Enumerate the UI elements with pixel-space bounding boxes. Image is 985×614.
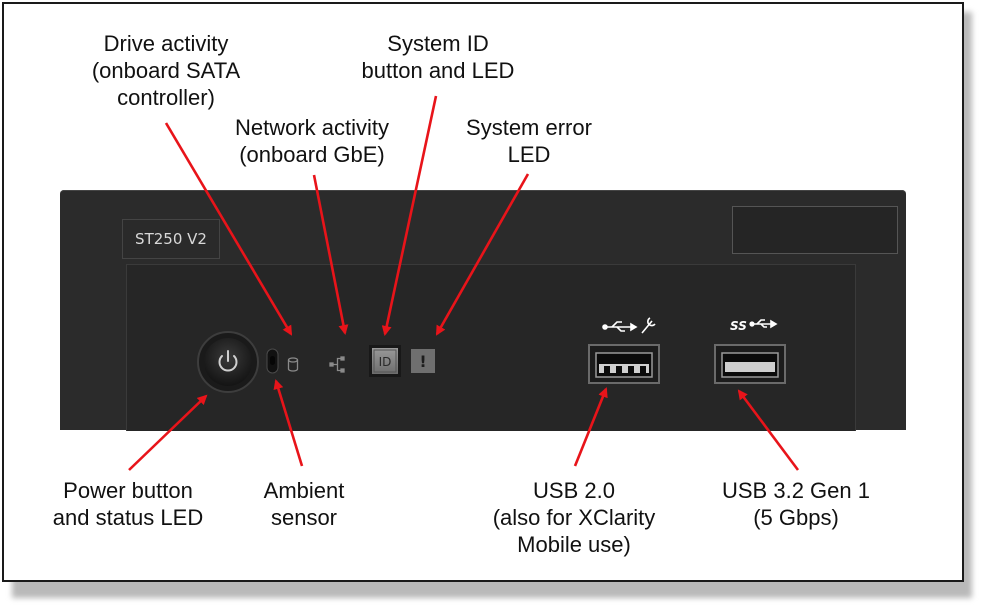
label-line: LED — [507, 142, 551, 167]
arrow-usb3 — [737, 389, 800, 471]
system-error-led: ! — [411, 349, 435, 373]
power-button[interactable] — [197, 331, 259, 393]
model-label: ST250 V2 — [122, 219, 220, 259]
label-line: System ID — [387, 31, 489, 56]
label-line: controller) — [117, 85, 215, 110]
usb2-port[interactable] — [588, 344, 660, 384]
error-indicator-text: ! — [419, 352, 426, 371]
arrow-power-button — [128, 394, 208, 471]
label-ambient-sensor: Ambient sensor — [244, 477, 364, 531]
power-icon — [218, 350, 238, 372]
usb-icon — [602, 317, 656, 334]
label-drive-activity: Drive activity (onboard SATA controller) — [72, 30, 260, 111]
label-system-error: System error LED — [440, 114, 618, 168]
label-usb2: USB 2.0 (also for XClarity Mobile use) — [466, 477, 682, 558]
arrow-system-error — [435, 173, 530, 336]
label-line: and status LED — [52, 505, 204, 530]
label-line: System error — [466, 115, 592, 140]
drive-bay-cover — [732, 206, 898, 254]
label-line: Drive activity — [103, 31, 229, 56]
svg-text:SS: SS — [730, 319, 747, 333]
arrow-network-activity — [312, 174, 349, 335]
usb3-port[interactable] — [714, 344, 786, 384]
label-line: button and LED — [361, 58, 515, 83]
arrow-usb2 — [573, 387, 608, 467]
arrow-system-id — [381, 95, 438, 336]
label-line: Ambient — [263, 478, 345, 503]
system-id-button[interactable]: ID — [369, 345, 401, 377]
label-line: (5 Gbps) — [753, 505, 839, 530]
label-line: (onboard SATA — [91, 58, 241, 83]
label-line: Mobile use) — [517, 532, 631, 557]
label-line: Power button — [63, 478, 193, 503]
label-line: USB 2.0 — [533, 478, 615, 503]
label-power-button: Power button and status LED — [30, 477, 226, 531]
arrow-drive-activity — [164, 122, 293, 336]
id-button-text: ID — [379, 355, 392, 369]
label-line: (also for XClarity — [492, 505, 656, 530]
usb-superspeed-icon: SS — [730, 319, 778, 333]
ambient-sensor — [266, 348, 279, 374]
label-line: USB 3.2 Gen 1 — [722, 478, 870, 503]
network-icon — [329, 356, 345, 373]
label-line: (onboard GbE) — [239, 142, 385, 167]
database-icon — [287, 357, 299, 372]
label-usb3: USB 3.2 Gen 1 (5 Gbps) — [696, 477, 896, 531]
label-system-id: System ID button and LED — [338, 30, 538, 84]
arrow-ambient-sensor — [273, 379, 304, 467]
label-network-activity: Network activity (onboard GbE) — [212, 114, 412, 168]
label-line: sensor — [270, 505, 338, 530]
label-line: Network activity — [234, 115, 390, 140]
